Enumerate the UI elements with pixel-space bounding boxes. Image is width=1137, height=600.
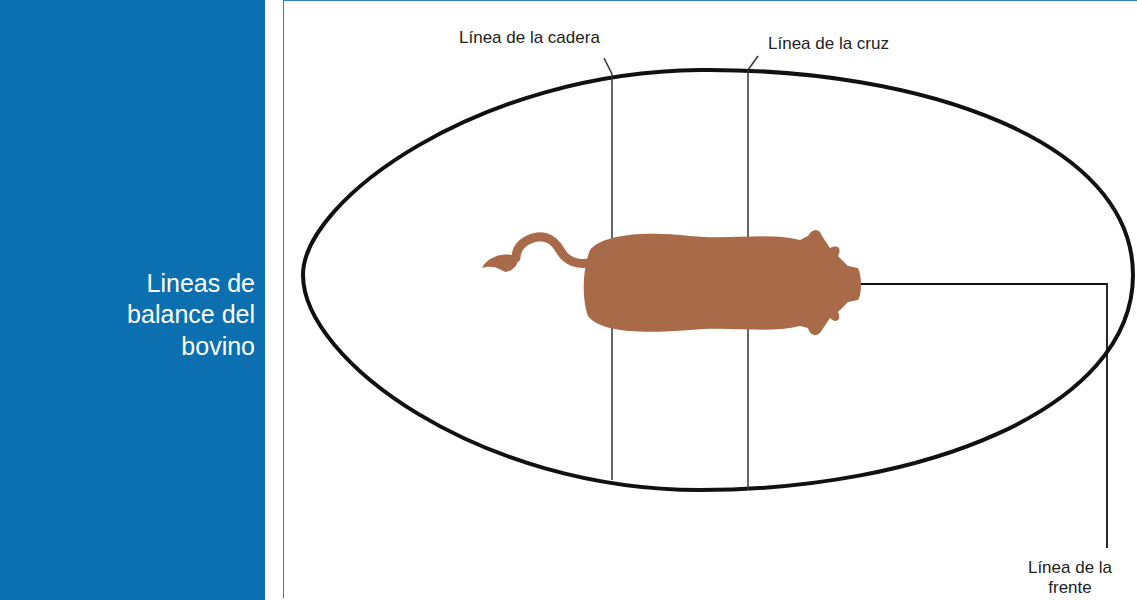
cow-tail: [516, 237, 592, 264]
title-text: Lineas de balance del bovino: [95, 268, 255, 362]
line-label: Línea de la cadera: [459, 28, 600, 48]
hip-leader: [604, 58, 612, 74]
line-label: Línea de la cruz: [768, 34, 988, 54]
balance-ellipse: [303, 70, 1133, 490]
forehead-line: [858, 284, 1107, 548]
withers-leader: [748, 56, 758, 70]
line-label: Línea de la frente: [1010, 558, 1130, 599]
cow-body: [584, 230, 861, 335]
title-band: [0, 0, 265, 600]
cow-tail-tuft: [482, 255, 517, 273]
